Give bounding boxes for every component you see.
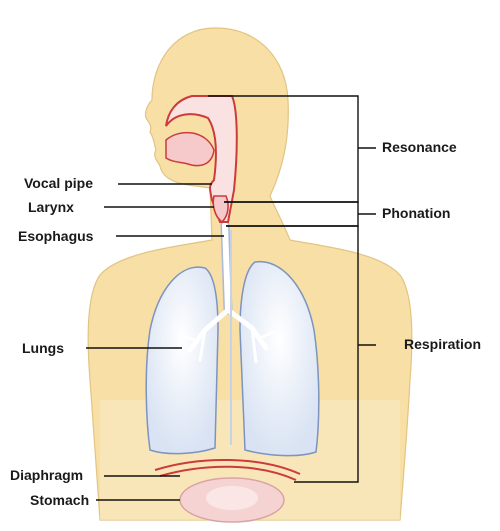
label-larynx: Larynx xyxy=(28,199,74,215)
right-lung xyxy=(239,260,320,457)
respiration-bracket xyxy=(226,225,359,483)
label-resonance: Resonance xyxy=(382,139,457,155)
stomach-highlight xyxy=(206,486,258,510)
label-respiration: Respiration xyxy=(404,336,482,352)
label-lungs: Lungs xyxy=(22,340,64,356)
label-phonation: Phonation xyxy=(382,205,451,221)
diaphragm-curve-inner xyxy=(159,465,297,481)
tongue xyxy=(165,131,215,167)
bracket-lines-right xyxy=(208,95,376,483)
label-diaphragm: Diaphragm xyxy=(10,467,84,483)
label-vocal-pipe: Vocal pipe xyxy=(24,175,93,191)
vocal-tract xyxy=(165,95,238,223)
diaphragm-curve xyxy=(154,458,301,475)
label-stomach: Stomach xyxy=(30,492,90,508)
label-esophagus: Esophagus xyxy=(18,228,94,244)
bronchial-tree xyxy=(178,220,276,364)
left-lung xyxy=(145,266,219,455)
leader-lines-left xyxy=(86,183,224,501)
